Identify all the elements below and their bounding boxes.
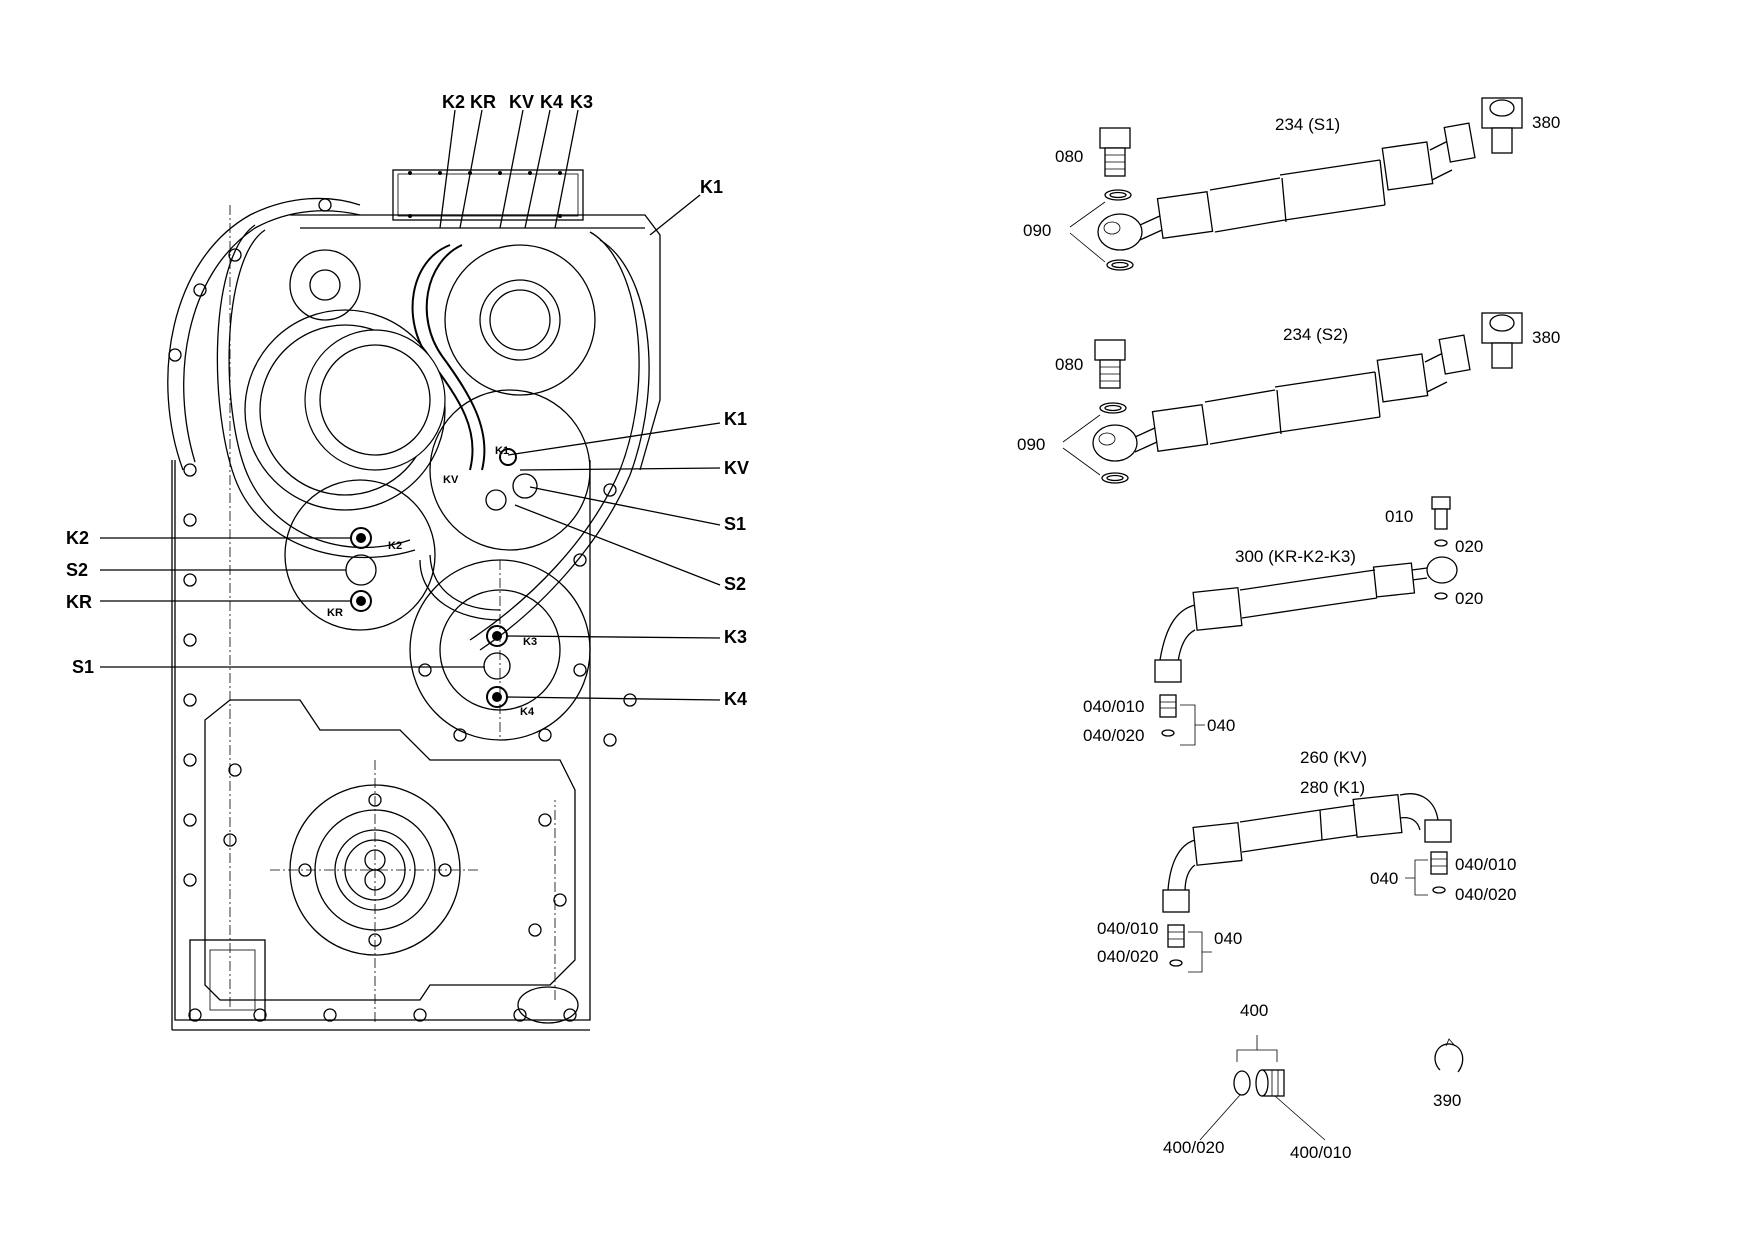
clip-part: 390 [1433,1038,1464,1110]
inner-label-kv: KV [443,474,459,486]
label-s2-left: S2 [66,560,88,580]
label-hose-kr-bolt: 010 [1385,507,1413,526]
inner-label-k1: K1 [495,445,509,457]
inner-label-kr: KR [327,607,343,619]
label-k2-left: K2 [66,528,89,548]
label-hose-kv-right-a: 040/010 [1455,855,1516,874]
plug-assembly: 400 400/020 400/010 [1163,1001,1351,1162]
label-hose-kr-fit-b: 040/020 [1083,726,1144,745]
label-s2-right: S2 [724,574,746,594]
inner-label-k3: K3 [523,636,537,648]
label-k3-right: K3 [724,627,747,647]
housing-label-text: K2 KR KV K4 K3 K1 K1 KV S1 S2 K3 K4 K2 S… [66,92,749,718]
label-hose-kv-left-b: 040/020 [1097,947,1158,966]
label-clip: 390 [1433,1091,1461,1110]
hose-kr-k2-k3-assembly: 300 (KR-K2-K3) 010 020 020 040/010 040/0… [1083,496,1483,746]
label-kr-left: KR [66,592,92,612]
label-hose-kv-title-a: 260 (KV) [1300,748,1367,767]
label-s1-left: S1 [72,657,94,677]
label-kv-top: KV [509,92,534,112]
valve-block-bolts [408,171,562,218]
label-k2-top: K2 [442,92,465,112]
label-hose-s2-title: 234 (S2) [1283,325,1348,344]
housing-bolt-holes [168,198,637,1022]
label-hose-s1-adapter: 380 [1532,113,1560,132]
label-hose-s1-washers: 090 [1023,221,1051,240]
inner-label-k4: K4 [520,706,535,718]
gearbox-housing-drawing [167,169,661,1031]
inner-label-k2: K2 [388,540,402,552]
label-hose-kv-right-b: 040/020 [1455,885,1516,904]
label-k4-top: K4 [540,92,563,112]
label-kr-top: KR [470,92,496,112]
hose-kv-k1-assembly: 260 (KV) 280 (K1) 040 040/010 040/020 04… [1097,748,1516,973]
label-k1-top-right: K1 [700,177,723,197]
hose-s2-assembly: 234 (S2) 080 090 380 [1017,312,1560,484]
label-hose-s1-bolt: 080 [1055,147,1083,166]
label-hose-kr-title: 300 (KR-K2-K3) [1235,547,1356,566]
label-hose-kv-title-b: 280 (K1) [1300,778,1365,797]
label-hose-kv-right-group: 040 [1370,869,1398,888]
label-plug-screw: 400/010 [1290,1143,1351,1162]
label-k3-top: K3 [570,92,593,112]
label-hose-kr-fit-group: 040 [1207,716,1235,735]
housing-leaders [100,109,721,701]
label-hose-kr-washer-a: 020 [1455,537,1483,556]
label-hose-s2-washers: 090 [1017,435,1045,454]
label-kv-right: KV [724,458,749,478]
label-hose-kv-left-group: 040 [1214,929,1242,948]
label-hose-s2-adapter: 380 [1532,328,1560,347]
label-hose-s1-title: 234 (S1) [1275,115,1340,134]
label-plug-title: 400 [1240,1001,1268,1020]
label-hose-kr-fit-a: 040/010 [1083,697,1144,716]
label-hose-s2-bolt: 080 [1055,355,1083,374]
label-hose-kv-left-a: 040/010 [1097,919,1158,938]
port-rings [345,448,538,708]
hose-s1-assembly: 234 (S1) 080 090 380 [1023,97,1560,271]
label-k1-right: K1 [724,409,747,429]
label-k4-right: K4 [724,689,747,709]
label-hose-kr-washer-b: 020 [1455,589,1483,608]
label-s1-right: S1 [724,514,746,534]
label-plug-ring: 400/020 [1163,1138,1224,1157]
